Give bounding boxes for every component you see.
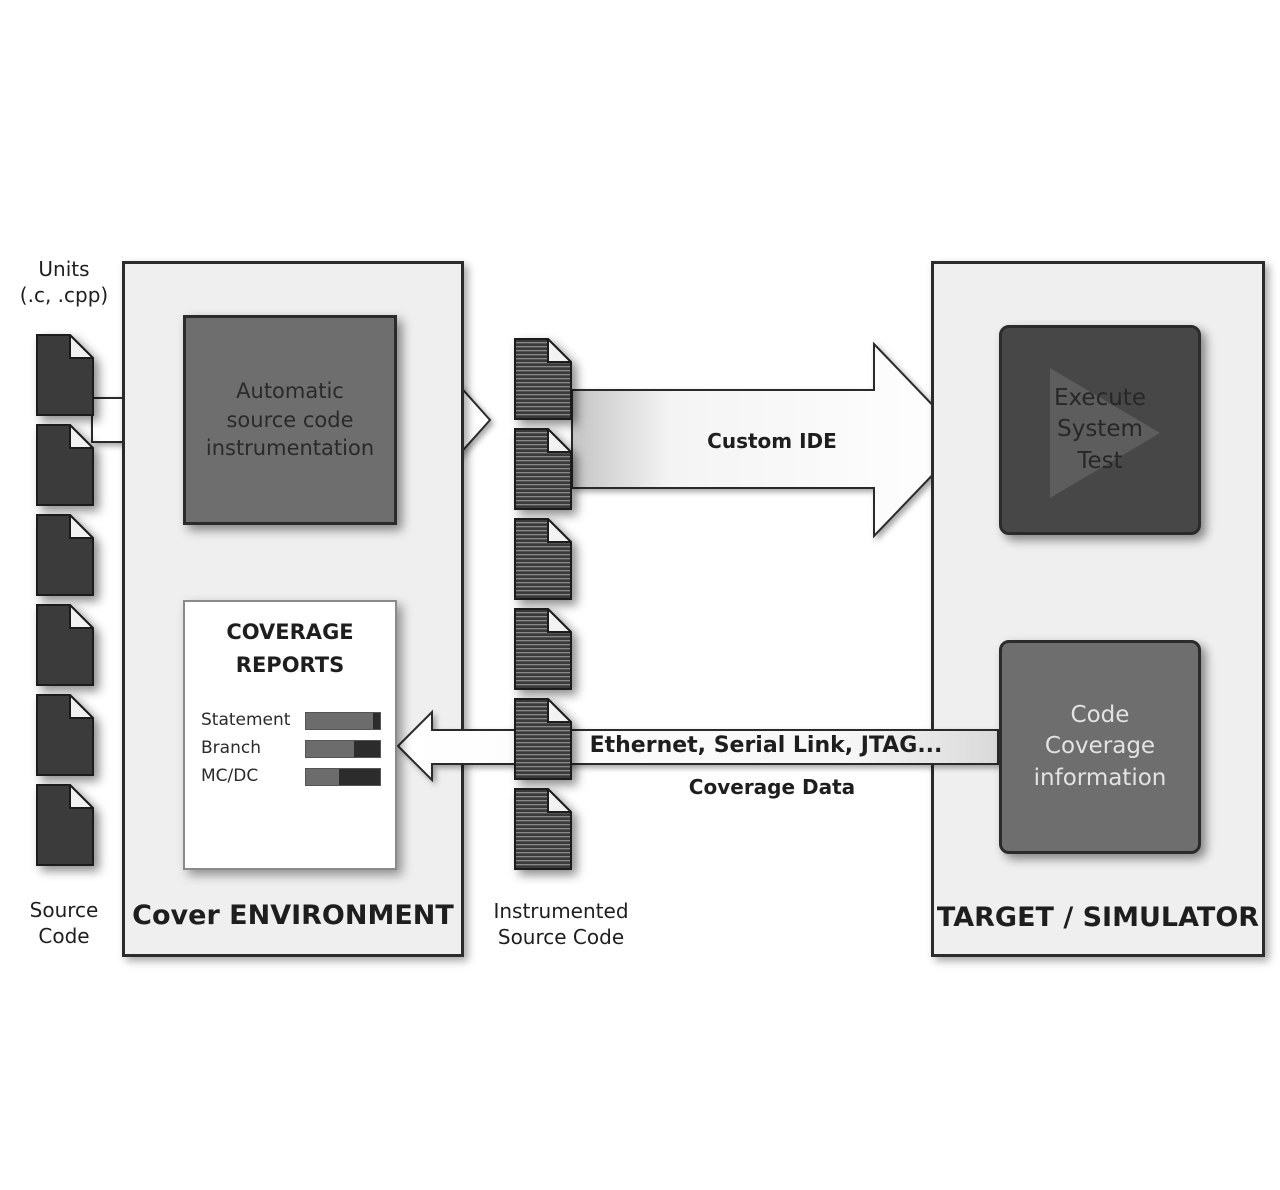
execute-system-test-box: Execute System Test [999,325,1201,535]
cover-environment-title: Cover ENVIRONMENT [132,900,454,931]
instrumented-document-icon [514,788,572,870]
metric-mcdc-label: MC/DC [201,766,259,786]
source-code-caption: Source Code [29,898,99,948]
document-icon [36,784,94,866]
instrumented-caption: Instrumented Source Code [493,899,629,949]
link-label: Ethernet, Serial Link, JTAG... [589,733,943,758]
instrumented-document-icon [514,428,572,510]
instrumented-document-icon [514,608,572,690]
metric-statement-label: Statement [201,710,291,730]
instrumented-document-icon [514,338,572,420]
units-label: Units (.c, .cpp) [19,257,109,307]
metric-mcdc-bar [305,768,381,786]
instrumented-documents [514,338,572,878]
arrow-custom-ide [571,341,968,539]
coverage-report: COVERAGE REPORTS Statement Branch MC/DC [183,600,397,870]
source-documents [36,334,94,874]
coverage-information-box: Code Coverage information [999,640,1201,854]
metric-statement-bar [305,712,381,730]
document-icon [36,424,94,506]
metric-branch-bar [305,740,381,758]
play-icon [1050,368,1160,498]
coverage-report-title: COVERAGE REPORTS [226,620,354,677]
document-icon [36,514,94,596]
instrumentation-box: Automatic source code instrumentation [183,315,397,525]
metric-branch-label: Branch [201,738,261,758]
coverage-data-label: Coverage Data [688,775,856,799]
document-icon [36,694,94,776]
document-icon [36,604,94,686]
instrumented-document-icon [514,518,572,600]
instrumented-document-icon [514,698,572,780]
target-simulator-title: TARGET / SIMULATOR [936,902,1260,933]
custom-ide-label: Custom IDE [707,429,837,453]
document-icon [36,334,94,416]
